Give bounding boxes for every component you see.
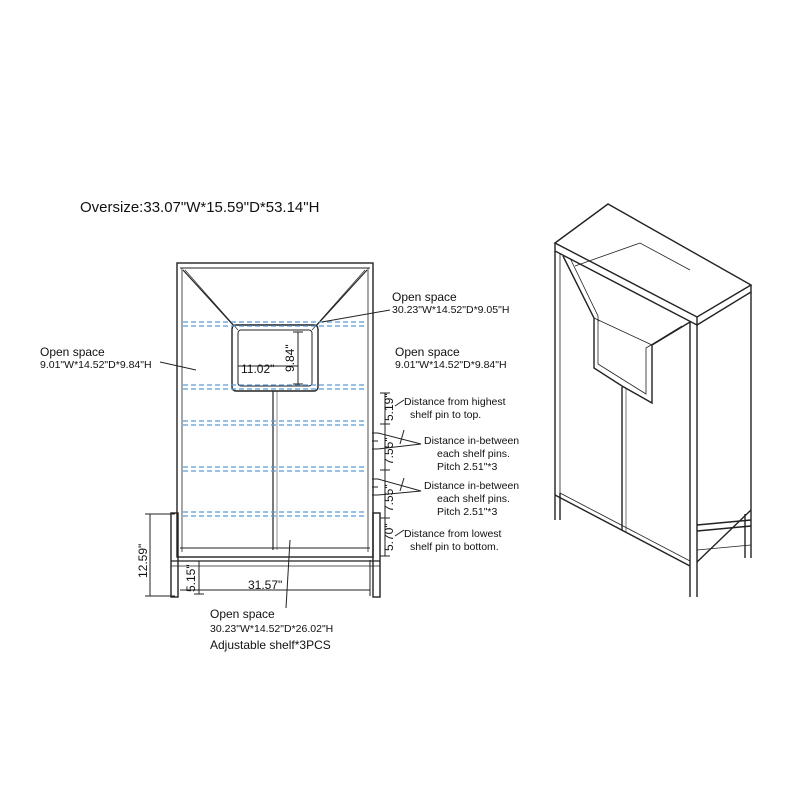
open-space-right-dims: 9.01"W*14.52"D*9.84"H: [395, 359, 507, 371]
open-space-left-dims: 9.01"W*14.52"D*9.84"H: [40, 359, 152, 371]
note-highest-line2: shelf pin to top.: [410, 409, 482, 421]
open-space-top-title: Open space: [392, 290, 457, 304]
open-space-bottom-title: Open space: [210, 607, 275, 621]
open-space-left-title: Open space: [40, 345, 105, 359]
perspective-view: [553, 203, 753, 597]
shelf-lines: [183, 321, 367, 517]
display-window-outer: [231, 324, 319, 392]
cabinet-outer-frame: [176, 262, 374, 558]
window-width-dim: 11.02": [241, 362, 275, 376]
note-lowest-line1: Distance from lowest: [404, 528, 502, 540]
leader-between-1: [377, 432, 422, 450]
leg-height-dim: 12.59": [136, 543, 150, 578]
leg-left: [170, 512, 179, 598]
pitch-2-dim: 7.55": [382, 484, 396, 512]
note-lowest-line2: shelf pin to bottom.: [410, 541, 499, 553]
top-gap-dim: 5.19": [382, 393, 396, 421]
base-height-dim: 5.15": [184, 564, 198, 592]
note-highest-line1: Distance from highest: [404, 396, 506, 408]
leader-between-2: [377, 478, 422, 496]
note-between1-line1: Distance in-between: [424, 435, 520, 447]
window-height-dim: 9.84": [283, 344, 297, 372]
open-space-top-dims: 30.23"W*14.52"D*9.05"H: [392, 304, 510, 316]
note-between1-line3: Pitch 2.51"*3: [437, 461, 498, 473]
page-title: Oversize:33.07"W*15.59"D*53.14"H: [80, 199, 320, 216]
open-space-right-title: Open space: [395, 345, 460, 359]
front-view: [170, 262, 381, 598]
leg-right: [372, 512, 381, 598]
top-funnel: [182, 269, 368, 327]
bottom-gap-dim: 5.70": [382, 523, 396, 551]
adjustable-shelf-label: Adjustable shelf*3PCS: [210, 638, 331, 652]
display-window-inner: [237, 329, 313, 387]
note-between2-line1: Distance in-between: [424, 480, 520, 492]
note-between2-line2: each shelf pins.: [437, 493, 510, 505]
note-between1-line2: each shelf pins.: [437, 448, 510, 460]
pitch-1-dim: 7.55": [382, 437, 396, 465]
leader-lowest: [394, 529, 405, 537]
note-between2-line3: Pitch 2.51"*3: [437, 506, 498, 518]
open-space-bottom-dims: 30.23"W*14.52"D*26.02"H: [210, 623, 334, 635]
leader-highest: [394, 399, 405, 407]
dimension-lines: [145, 309, 422, 609]
inner-width-dim: 31.57": [248, 578, 283, 592]
